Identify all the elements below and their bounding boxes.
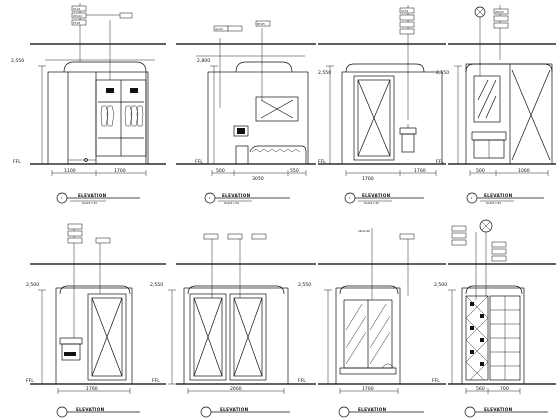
tag-e1-c: PT-03 <box>73 21 80 25</box>
level-top-e4: 2,550 <box>436 70 449 76</box>
tag-e2-a: GL-04 <box>215 27 223 31</box>
level-floor-e4: FFL <box>436 159 444 165</box>
level-top-e6: 2,550 <box>150 282 163 288</box>
ref-no-3: 1 <box>349 196 351 200</box>
title-elevation-5: ELEVATION <box>76 407 105 412</box>
dim-e2-b: 3050 <box>252 176 264 182</box>
title-elevation-8: ELEVATION <box>484 407 513 412</box>
level-top-e3: 2,550 <box>318 70 331 76</box>
title-elevation-1: ELEVATION <box>78 193 107 198</box>
level-floor-e7: FFL <box>298 378 306 384</box>
tag-e3-a: ST-01 <box>401 9 409 13</box>
tag-e1-a: ST-01 <box>73 7 81 11</box>
tag-e2-b: MT-05 <box>257 22 265 26</box>
elevation-4-vanity <box>448 5 556 204</box>
tag-e1-b: WD-02 <box>73 14 82 18</box>
dim-e1-a: 1100 <box>64 168 76 174</box>
level-floor-e1: FFL <box>13 159 21 165</box>
level-floor-e8: FFL <box>432 378 440 384</box>
dim-e4-b: 1060 <box>518 168 530 174</box>
level-top-e7: 2,550 <box>298 282 311 288</box>
dim-e4-a: 500 <box>476 168 485 174</box>
scale-elevation-4: SCALE 1:50 <box>486 201 501 205</box>
ref-no-4: 1 <box>471 196 473 200</box>
elevation-8-tile-wall <box>448 219 556 418</box>
title-elevation-2: ELEVATION <box>222 193 251 198</box>
ref-no-1: 1 <box>61 196 63 200</box>
tag-e4-a: WD-02 <box>495 10 504 14</box>
scale-elevation-1: SCALE 1:50 <box>82 201 97 205</box>
title-elevation-6: ELEVATION <box>220 407 249 412</box>
level-top-e1: 2,550 <box>11 58 24 64</box>
elevation-1-wardrobe <box>30 3 166 204</box>
level-floor-e2: FFL <box>195 159 203 165</box>
title-elevation-7: ELEVATION <box>358 407 387 412</box>
dim-e7: 1760 <box>362 386 374 392</box>
level-top-e5: 2,500 <box>26 282 39 288</box>
elevation-3-bath-door <box>318 5 446 204</box>
dim-e1-b: 1760 <box>114 168 126 174</box>
level-top-e8: 2,500 <box>434 282 447 288</box>
dim-e3-b: 1760 <box>414 168 426 174</box>
level-floor-e5: FFL <box>26 378 34 384</box>
title-elevation-3: ELEVATION <box>362 193 391 198</box>
dim-e5: 1760 <box>86 386 98 392</box>
dim-e8-a: 560 <box>476 386 485 392</box>
dim-e8-b: 700 <box>500 386 509 392</box>
dim-e2-c: 550 <box>290 168 299 174</box>
dim-e6: 2660 <box>230 386 242 392</box>
elevation-6-double-door <box>168 233 316 418</box>
level-floor-e3: FFL <box>318 159 326 165</box>
dim-e3-a: 1760 <box>362 176 374 182</box>
level-floor-e6: FFL <box>152 378 160 384</box>
ref-no-2: 1 <box>209 196 211 200</box>
level-top-e2: 2,800 <box>197 58 210 64</box>
dim-e2-a: 500 <box>216 168 225 174</box>
elevation-5-door-toilet <box>30 223 166 418</box>
elevation-7-shower <box>318 228 446 418</box>
scale-elevation-3: SCALE 1:50 <box>364 201 379 205</box>
elevation-2-bed-wall <box>176 20 316 204</box>
tag-e7-a: AR-02-06 <box>358 229 370 233</box>
scale-elevation-2: SCALE 1:50 <box>224 201 239 205</box>
title-elevation-4: ELEVATION <box>484 193 513 198</box>
